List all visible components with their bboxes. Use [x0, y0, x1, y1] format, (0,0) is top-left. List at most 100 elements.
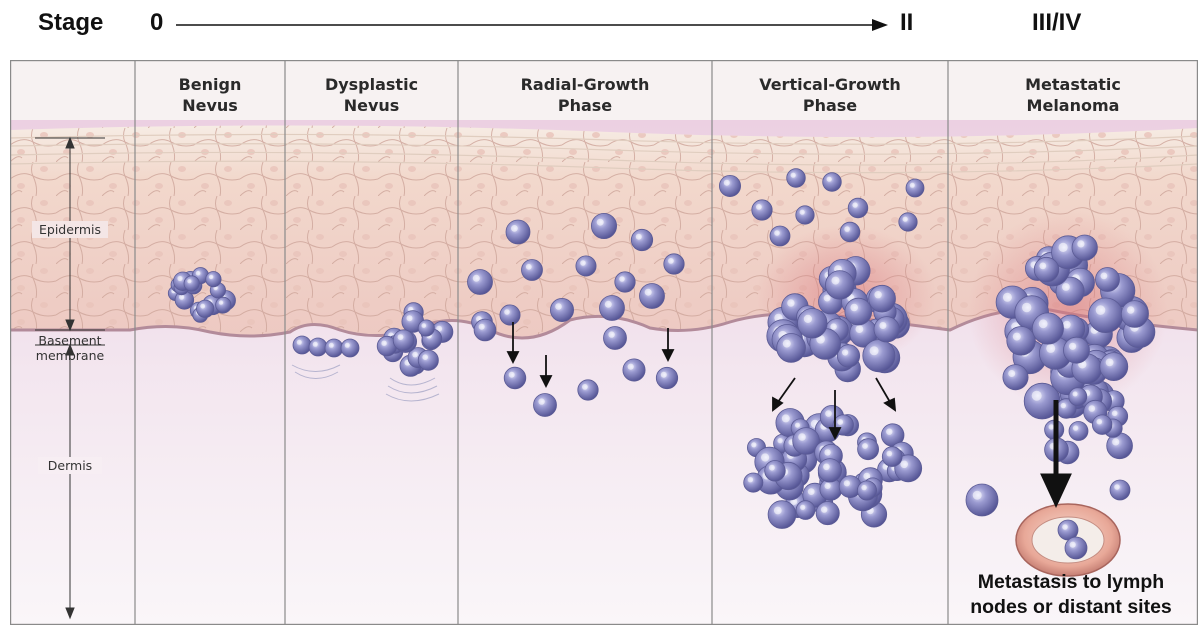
cell-highlight	[778, 438, 783, 443]
melanoma-cell	[863, 340, 895, 372]
cell-highlight	[800, 210, 805, 215]
melanoma-cell	[845, 298, 872, 325]
melanoma-cell	[325, 339, 343, 357]
cell-highlight	[422, 354, 428, 360]
cell-highlight	[1022, 303, 1031, 312]
cell-highlight	[504, 309, 510, 315]
melanoma-cell	[393, 330, 414, 351]
cell-highlight	[555, 303, 562, 310]
melanoma-cell	[1121, 301, 1148, 328]
melanoma-cell	[874, 317, 899, 342]
cell-highlight	[1046, 344, 1055, 353]
melanoma-cell	[1007, 327, 1036, 356]
cell-highlight	[179, 295, 184, 300]
melanoma-cell	[506, 220, 530, 244]
melanoma-cell	[1096, 268, 1120, 292]
melanoma-cell	[906, 179, 924, 197]
cell-highlight	[774, 230, 780, 236]
column-title-benign-nevus: Benign Nevus	[135, 74, 285, 116]
column-title-metastatic-melanoma: Metastatic Melanoma	[948, 74, 1198, 116]
melanoma-cell	[1069, 388, 1087, 406]
melanoma-cell	[615, 272, 635, 292]
melanoma-cell	[1064, 337, 1090, 363]
melanoma-cell	[768, 501, 796, 529]
cell-highlight	[800, 505, 805, 510]
cell-highlight	[1008, 370, 1015, 377]
cell-highlight	[844, 480, 850, 486]
melanoma-cell	[640, 284, 665, 309]
cell-highlight	[850, 304, 858, 312]
melanoma-cell	[787, 169, 806, 188]
melanoma-cell	[1032, 313, 1063, 344]
cell-highlight	[605, 301, 612, 308]
cell-highlight	[804, 315, 812, 323]
melanoma-cell	[858, 439, 879, 460]
tissue-illustration	[10, 60, 1198, 625]
cell-highlight	[398, 334, 404, 340]
melanoma-progression-panel: Benign Nevus Dysplastic Nevus Radial-Gro…	[10, 60, 1198, 625]
cell-highlight	[580, 260, 586, 266]
cell-highlight	[1114, 484, 1120, 490]
cell-highlight	[756, 204, 762, 210]
melanoma-cell	[1092, 415, 1112, 435]
melanoma-cell	[796, 206, 814, 224]
cell-highlight	[1073, 392, 1078, 397]
stage-two-label: II	[900, 8, 913, 38]
melanoma-cell	[522, 260, 543, 281]
cell-highlight	[177, 276, 182, 281]
cell-highlight	[636, 234, 642, 240]
cell-highlight	[473, 275, 480, 282]
cell-highlight	[1112, 411, 1118, 417]
cell-highlight	[582, 384, 588, 390]
cell-highlight	[1003, 293, 1012, 302]
melanoma-cell	[1110, 480, 1130, 500]
melanoma-cell	[1069, 422, 1088, 441]
cell-highlight	[827, 177, 832, 182]
cell-highlight	[824, 449, 830, 455]
cell-highlight	[832, 277, 840, 285]
column-title-dysplastic-nevus: Dysplastic Nevus	[285, 74, 458, 116]
cell-highlight	[825, 410, 832, 417]
cell-highlight	[1039, 319, 1048, 328]
melanoma-cell	[418, 350, 438, 370]
cell-highlight	[798, 433, 806, 441]
cell-highlight	[619, 276, 625, 282]
cell-highlight	[329, 343, 334, 348]
cell-highlight	[1112, 438, 1119, 445]
cell-highlight	[196, 271, 201, 276]
cell-highlight	[823, 464, 830, 471]
melanoma-cell	[1100, 353, 1128, 381]
melanoma-cell	[1072, 235, 1097, 260]
cell-highlight	[538, 398, 544, 404]
cell-highlight	[1097, 419, 1103, 425]
melanoma-cell	[798, 309, 828, 339]
melanoma-cell	[752, 200, 772, 220]
cell-highlight	[1063, 321, 1071, 329]
column-title-radial-growth: Radial-Growth Phase	[458, 74, 712, 116]
melanoma-cell	[857, 481, 876, 500]
cell-highlight	[628, 364, 634, 370]
cell-highlight	[837, 419, 843, 425]
cell-highlight	[783, 340, 791, 348]
stage-label: Stage	[38, 8, 103, 38]
cell-highlight	[1106, 359, 1114, 367]
cell-highlight	[856, 325, 864, 333]
stage-bar: Stage 0 II III/IV	[0, 0, 1200, 48]
cell-highlight	[1069, 343, 1076, 350]
melanoma-cell	[184, 276, 199, 291]
melanoma-cell	[816, 502, 839, 525]
cell-highlight	[879, 322, 886, 329]
cell-highlight	[900, 461, 908, 469]
melanoma-cell	[534, 394, 557, 417]
cell-highlight	[1096, 305, 1106, 315]
cell-highlight	[886, 429, 892, 435]
cell-highlight	[345, 343, 350, 348]
cell-highlight	[645, 289, 652, 296]
cell-highlight	[1101, 273, 1108, 280]
melanoma-cell	[1003, 365, 1028, 390]
layer-label-dermis: Dermis	[38, 457, 102, 474]
melanoma-cell	[664, 254, 684, 274]
cell-highlight	[1070, 542, 1076, 548]
cell-highlight	[1077, 240, 1084, 247]
cell-highlight	[597, 219, 604, 226]
